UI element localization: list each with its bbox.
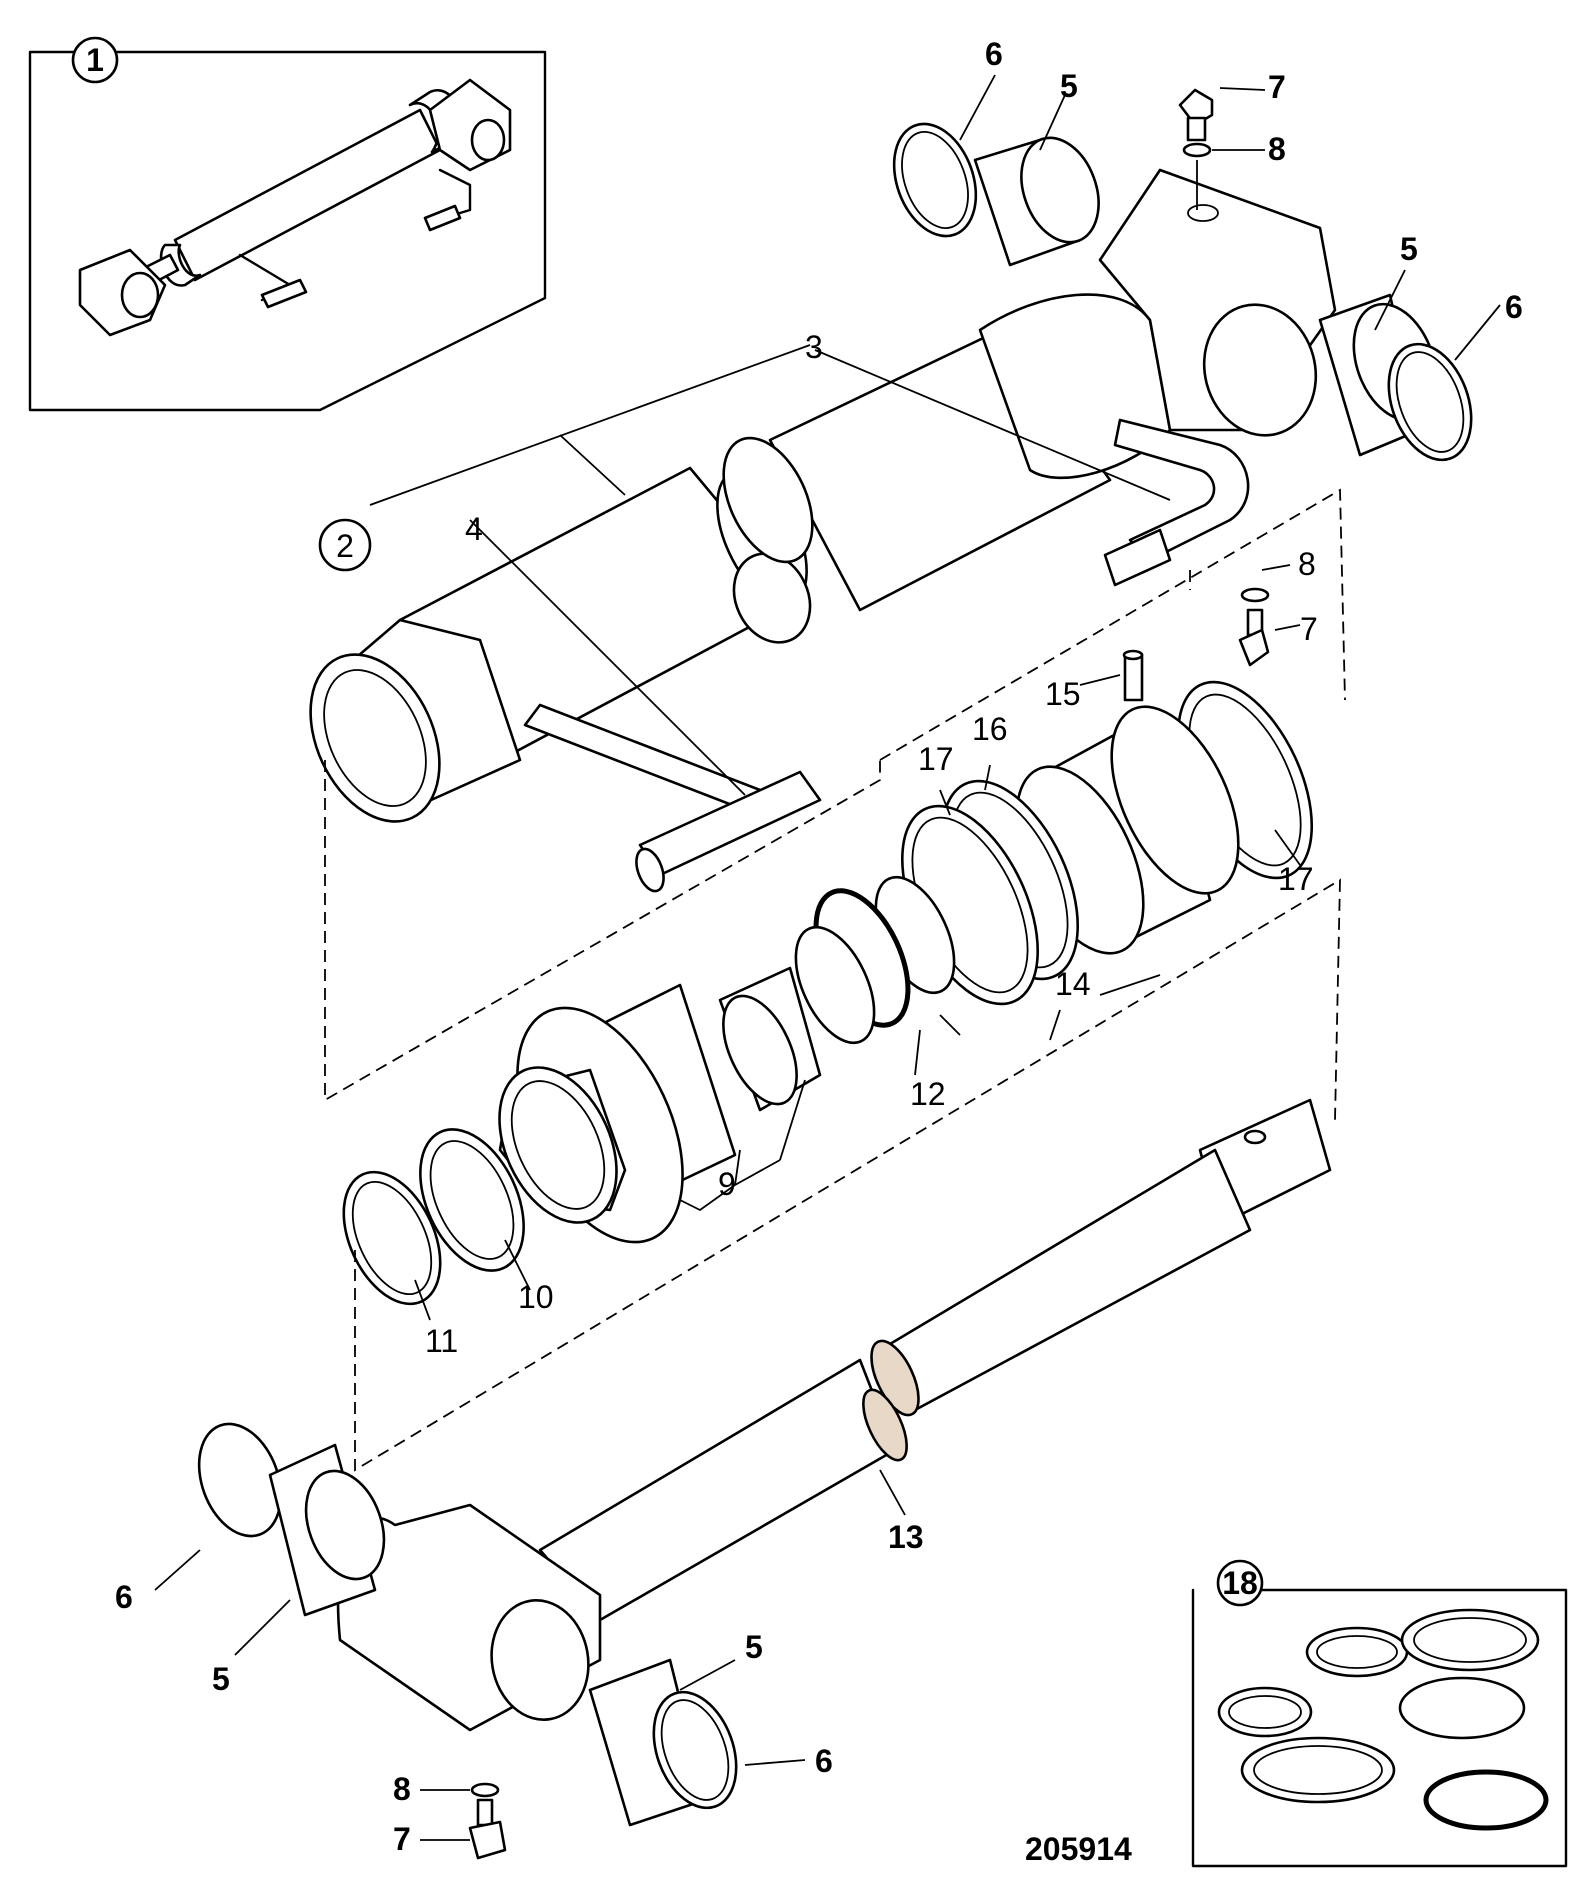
inset-assembled-cylinder: 1 (28, 36, 547, 412)
callout-12: 12 (910, 1076, 946, 1112)
callout-18: 18 (1222, 1565, 1258, 1601)
piston-assembly (794, 649, 1314, 1045)
callout-1: 1 (86, 42, 104, 78)
callout-15: 15 (1045, 676, 1081, 712)
diagram-id: 205914 (1025, 1831, 1132, 1867)
callout-7-top: 7 (1268, 69, 1286, 105)
gland-assembly (342, 966, 822, 1306)
callout-16: 16 (972, 711, 1008, 747)
bottom-bushes (197, 1422, 738, 1827)
top-bushes (892, 122, 1473, 462)
callout-2: 2 (336, 528, 354, 564)
callout-4: 4 (465, 511, 483, 547)
leader-lines (154, 74, 1501, 1841)
callout-11: 11 (425, 1323, 458, 1359)
callout-labels: 6 5 7 8 5 6 3 4 8 7 15 16 17 17 14 12 9 … (115, 36, 1523, 1867)
callout-7-mid: 7 (1300, 611, 1318, 647)
callout-8-bottom: 8 (393, 1771, 411, 1807)
callout-17-left: 17 (918, 741, 954, 777)
callout-7-bottom: 7 (393, 1821, 411, 1857)
callout-6-bottom-right: 6 (815, 1743, 833, 1779)
callout-5-bottom-left: 5 (212, 1661, 230, 1697)
callout-10: 10 (518, 1279, 554, 1315)
callout-6-top: 6 (985, 36, 1003, 72)
inset-seal-kit: 18 (1191, 1559, 1568, 1868)
cylinder-barrel (309, 168, 1337, 893)
callout-5-bottom-right: 5 (745, 1629, 763, 1665)
callout-3: 3 (805, 329, 823, 365)
callout-8-mid: 8 (1298, 546, 1316, 582)
callout-9: 9 (718, 1166, 736, 1202)
assembly-guide-lines (324, 488, 1346, 1472)
callout-13: 13 (888, 1519, 924, 1555)
piston-rod (336, 1098, 1332, 1732)
callout-17-right: 17 (1278, 861, 1314, 897)
callout-6-right: 6 (1505, 289, 1523, 325)
callout-5-top: 5 (1060, 68, 1078, 104)
callout-8-top: 8 (1268, 131, 1286, 167)
grease-fittings (468, 88, 1270, 1860)
callout-14: 14 (1055, 966, 1091, 1002)
callout-5-right: 5 (1400, 231, 1418, 267)
callout-6-bottom-left: 6 (115, 1579, 133, 1615)
